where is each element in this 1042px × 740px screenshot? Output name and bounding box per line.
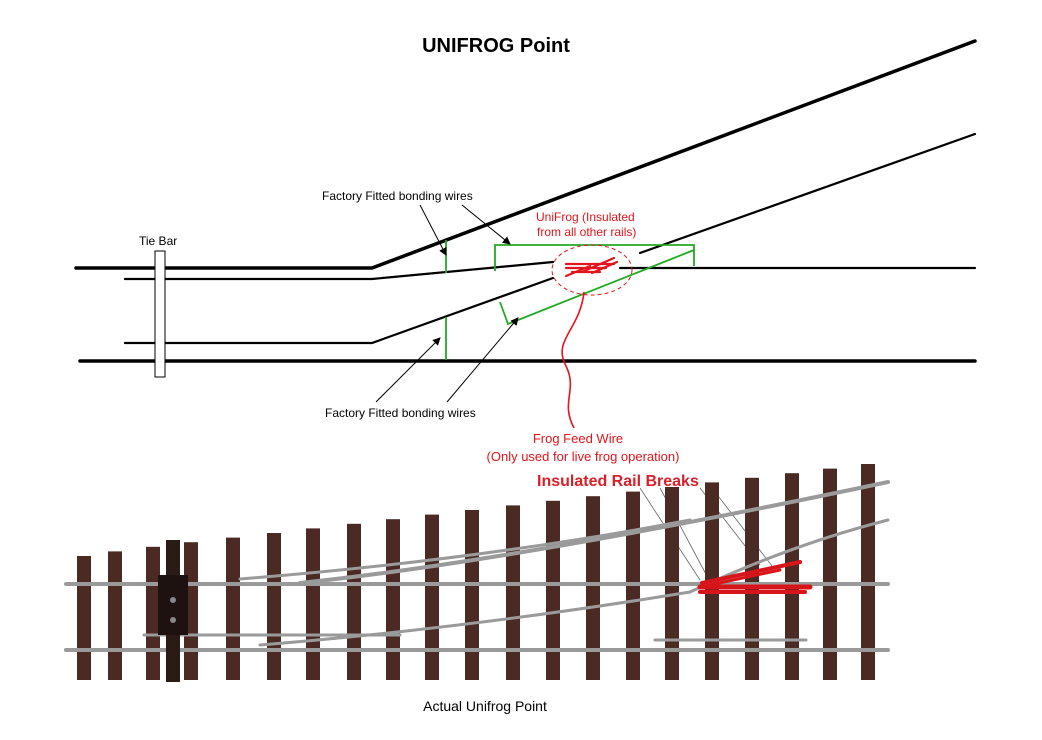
sleeper (386, 519, 400, 680)
sleeper (425, 514, 439, 680)
sleeper (347, 523, 361, 680)
bonding-label-top: Factory Fitted bonding wires (322, 189, 473, 203)
sleeper (77, 556, 91, 680)
sleeper (146, 546, 160, 680)
sleeper (861, 464, 875, 680)
frog-feed-label-line1: Frog Feed Wire (533, 431, 623, 446)
caption: Actual Unifrog Point (423, 698, 547, 714)
unifrog-highlight-circle (551, 244, 633, 296)
sleeper (506, 505, 520, 680)
sleeper (267, 533, 281, 680)
diverging-rail-exit (638, 132, 977, 255)
tie-bar-mechanism (158, 540, 188, 682)
sleeper (306, 528, 320, 680)
callout-arrows (375, 204, 519, 403)
point-rails (64, 480, 890, 652)
insulated-breaks-label: Insulated Rail Breaks (537, 473, 699, 490)
sleeper (823, 468, 837, 680)
insulated-frog-rails (697, 560, 813, 594)
unifrog-frog (564, 256, 619, 278)
sleeper (465, 510, 479, 680)
bonding-label-bottom: Factory Fitted bonding wires (325, 406, 476, 420)
tie-bar-label: Tie Bar (139, 234, 177, 248)
unifrog-label-line1: UniFrog (Insulated (536, 210, 635, 224)
tie-bar (154, 250, 166, 378)
diagram-title: UNIFROG Point (422, 35, 570, 57)
stock-rail-upper (74, 39, 977, 270)
actual-point-illustration (64, 464, 890, 682)
bonding-wires (445, 240, 695, 360)
unifrog-label-line2: from all other rails) (537, 225, 636, 239)
schematic-track (74, 39, 977, 363)
sleeper (785, 473, 799, 680)
frog-feed-wire (561, 291, 585, 429)
closure-rail-upper (123, 260, 555, 281)
frog-feed-label-line2: (Only used for live frog operation) (487, 449, 680, 464)
sleeper (546, 500, 560, 680)
closure-rail-lower (123, 276, 555, 345)
sleeper (108, 551, 122, 680)
sleeper (226, 537, 240, 680)
sleeper (745, 477, 759, 680)
sleeper (586, 496, 600, 680)
